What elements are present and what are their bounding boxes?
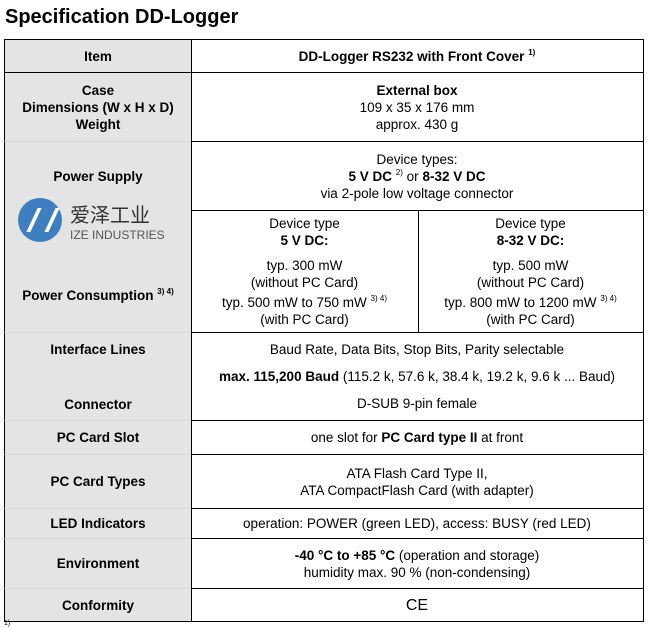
value: typ. 500 mW to 750 mW <box>221 295 367 310</box>
label-pc-types: PC Card Types <box>4 455 192 509</box>
label-interface: Interface Lines <box>4 333 192 366</box>
value: or <box>402 168 423 184</box>
footnote-ref: 3) 4) <box>370 294 387 303</box>
value: ATA CompactFlash Card (with adapter) <box>300 482 534 498</box>
footnote-ref: 2) <box>395 167 403 177</box>
value-consumption-8-32v: Device type 8-32 V DC: typ. 500 mW (without… <box>418 211 644 333</box>
value: -40 °C to +85 °C <box>294 547 396 563</box>
label-environment: Environment <box>4 539 192 589</box>
label: Weight <box>75 116 121 132</box>
label-led: LED Indicators <box>4 509 192 539</box>
value-consumption-5v: Device type 5 V DC: typ. 300 mW (without PC… <box>191 211 419 333</box>
logo-text: 爱泽工业 <box>70 204 150 227</box>
value: typ. 800 mW to 1200 mW <box>444 295 597 310</box>
value: ATA Flash Card Type II, <box>346 465 488 481</box>
value: D-SUB 9-pin female <box>356 396 478 411</box>
footnote-ref: 3) 4) <box>157 287 174 296</box>
value: via 2-pole low voltage connector <box>320 185 514 201</box>
value: 8-32 V DC <box>422 168 486 184</box>
value: Device type <box>495 216 566 231</box>
value: Baud Rate, Data Bits, Stop Bits, Parity … <box>269 342 565 357</box>
value: Device type <box>269 216 340 231</box>
value: 5 V DC <box>348 168 393 184</box>
value: humidity max. 90 % (non-condensing) <box>303 564 531 580</box>
label: Power Consumption <box>22 288 154 303</box>
footnote-ref: 1) <box>528 47 536 57</box>
value: one slot for <box>310 430 382 445</box>
value: approx. 430 g <box>375 116 459 132</box>
value: (with PC Card) <box>486 312 575 327</box>
value-interface: Baud Rate, Data Bits, Stop Bits, Parity … <box>191 333 644 421</box>
value: (without PC Card) <box>250 275 359 290</box>
value-environment: -40 °C to +85 °C (operation and storage)… <box>191 539 644 589</box>
header-product: DD-Logger RS232 with Front Cover 1) <box>191 39 644 73</box>
value: 8-32 V DC: <box>496 233 565 248</box>
logo-icon <box>18 198 62 242</box>
label-pc-slot: PC Card Slot <box>4 421 192 455</box>
value: typ. 300 mW <box>266 258 343 273</box>
page-title: Specification DD-Logger <box>5 6 239 28</box>
value: External box <box>376 82 458 98</box>
value: typ. 500 mW <box>492 258 569 273</box>
value: Device types: <box>376 151 458 167</box>
value: 5 V DC: <box>280 233 329 248</box>
footnote: 1) <box>4 620 11 627</box>
value-pc-slot: one slot for PC Card type II at front <box>191 421 644 455</box>
header-item: Item <box>4 39 192 73</box>
value: PC Card type II <box>381 430 478 445</box>
value: (without PC Card) <box>476 275 585 290</box>
value: max. 115,200 Baud <box>219 369 340 384</box>
product-name: DD-Logger RS232 with Front Cover <box>298 48 525 64</box>
label-connector: Connector <box>4 366 192 421</box>
value-led: operation: POWER (green LED), access: BU… <box>191 509 644 539</box>
label: Dimensions (W x H x D) <box>22 99 174 115</box>
footnote-ref: 3) 4) <box>600 294 617 303</box>
value: at front <box>477 430 524 445</box>
value-pc-types: ATA Flash Card Type II,ATA CompactFlash … <box>191 455 644 509</box>
label: Case <box>81 82 115 98</box>
label-conformity: Conformity <box>4 589 192 622</box>
ce-mark-icon: CE <box>191 589 644 622</box>
value: (115.2 k, 57.6 k, 38.4 k, 19.2 k, 9.6 k … <box>339 369 615 384</box>
value: (with PC Card) <box>260 312 349 327</box>
value: (operation and storage) <box>395 547 540 563</box>
logo-text: IZE INDUSTRIES <box>70 227 165 242</box>
value: 109 x 35 x 176 mm <box>359 99 475 115</box>
